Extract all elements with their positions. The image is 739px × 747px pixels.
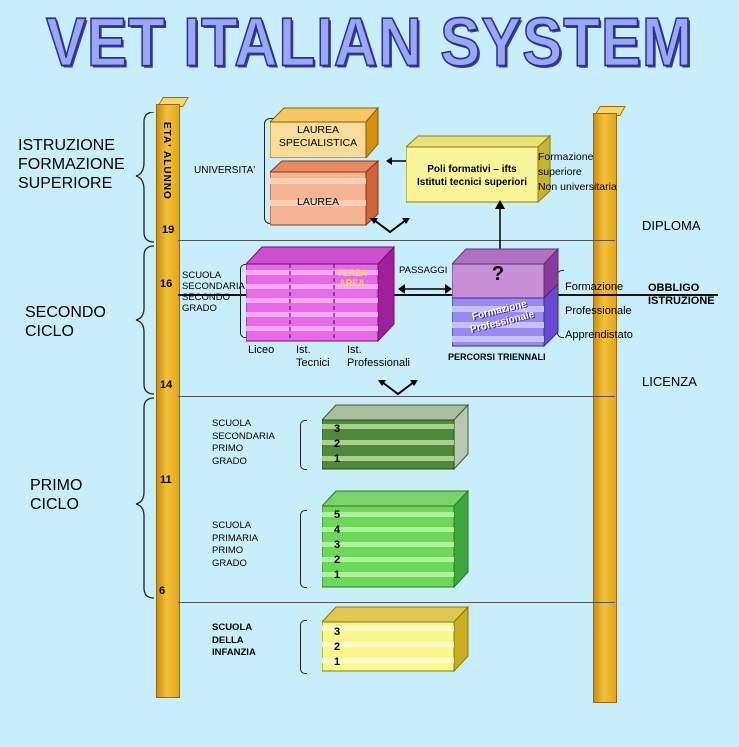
secondo-grado-bracket — [240, 264, 247, 338]
primaria-year-5: 5 — [334, 509, 341, 521]
primaria-year-1: 1 — [334, 569, 341, 581]
primaria-box — [322, 490, 470, 588]
label-istruzione-superiore: ISTRUZIONE FORMAZIONE SUPERIORE — [18, 137, 125, 192]
chevron-down-icon — [370, 218, 410, 234]
label-universita: UNIVERSITA' — [194, 165, 256, 176]
chevron-down-icon-2 — [378, 380, 418, 396]
label-secondo-ciclo: SECONDO CICLO — [25, 304, 106, 340]
line-19 — [178, 240, 615, 241]
label-scuola-secondaria-primo-grado: SCUOLA SECONDARIA PRIMO GRADO — [212, 418, 275, 467]
page-title: VET ITALIAN SYSTEM — [45, 2, 693, 81]
age-19: 19 — [162, 224, 175, 236]
line-6 — [178, 602, 615, 603]
age-16: 16 — [160, 278, 173, 290]
infanzia-year-1: 1 — [334, 656, 341, 668]
secondo-grado-box — [246, 246, 396, 342]
primo-grado-years: 3 2 1 — [326, 422, 340, 467]
percorsi-triennali-label: PERCORSI TRIENNALI — [448, 352, 546, 362]
primo-grado-bracket — [300, 420, 307, 470]
terza-area-label: TERZA AREA — [337, 268, 367, 288]
laurea-box — [270, 160, 380, 226]
laurea-specialistica-box — [270, 106, 380, 158]
age-pillar — [156, 104, 180, 698]
primo-grado-year-2: 2 — [334, 438, 341, 450]
infanzia-years: 3 2 1 — [326, 625, 340, 670]
primaria-year-2: 2 — [334, 554, 341, 566]
label-passaggi: PASSAGGI — [399, 265, 448, 276]
label-formazione-professionale-apprendistato: Formazione Professionale Apprendistato — [565, 281, 633, 341]
label-scuola-infanzia: SCUOLA DELLA INFANZIA — [212, 622, 256, 658]
primo-grado-box — [322, 404, 470, 470]
primo-grado-year-3: 3 — [334, 423, 341, 435]
universita-bracket — [264, 118, 273, 224]
primaria-bracket — [300, 510, 307, 588]
label-licenza: LICENZA — [642, 374, 697, 389]
label-scuola-primaria: SCUOLA PRIMARIA PRIMO GRADO — [212, 520, 258, 569]
right-pillar — [593, 113, 617, 703]
infanzia-year-2: 2 — [334, 641, 341, 653]
label-primo-ciclo: PRIMO CICLO — [30, 477, 83, 513]
infanzia-year-3: 3 — [334, 626, 341, 638]
percorsi-question-mark: ? — [491, 263, 505, 285]
primaria-year-3: 3 — [334, 539, 341, 551]
age-11: 11 — [160, 474, 172, 486]
age-14: 14 — [160, 379, 173, 391]
primaria-year-4: 4 — [334, 524, 341, 536]
obbligo-line — [178, 294, 718, 296]
primo-grado-year-1: 1 — [334, 453, 341, 465]
age-6: 6 — [159, 585, 166, 597]
line-14 — [178, 396, 615, 397]
laurea-label: LAUREA — [296, 196, 339, 208]
arrow-passaggi — [398, 284, 452, 294]
poli-formativi-label: Poli formativi – ifts Istituti tecnici s… — [416, 164, 528, 188]
label-ist-professionali: Ist. Professionali — [347, 344, 410, 369]
infanzia-bracket — [300, 620, 307, 674]
label-diploma: DIPLOMA — [642, 218, 701, 233]
label-ist-tecnici: Ist. Tecnici — [296, 344, 330, 369]
laurea-specialistica-label: LAUREA SPECIALISTICA — [278, 124, 358, 149]
infanzia-box — [322, 606, 470, 672]
left-brackets — [135, 112, 155, 599]
label-scuola-secondaria-secondo-grado: SCUOLA SECONDARIA SECONDO GRADO — [182, 270, 245, 314]
age-axis-label: ETA' ALUNNO — [161, 122, 172, 200]
primaria-years: 5 4 3 2 1 — [326, 508, 340, 583]
percorsi-triennali-box — [452, 248, 560, 348]
poli-formativi-box — [406, 135, 552, 203]
formazione-superiore-label: Formazione superiore Non universitaria — [538, 151, 617, 193]
label-liceo: Liceo — [248, 344, 275, 356]
label-obbligo-istruzione: OBBLIGO ISTRUZIONE — [648, 282, 715, 307]
arrow-up-icon — [495, 200, 505, 252]
